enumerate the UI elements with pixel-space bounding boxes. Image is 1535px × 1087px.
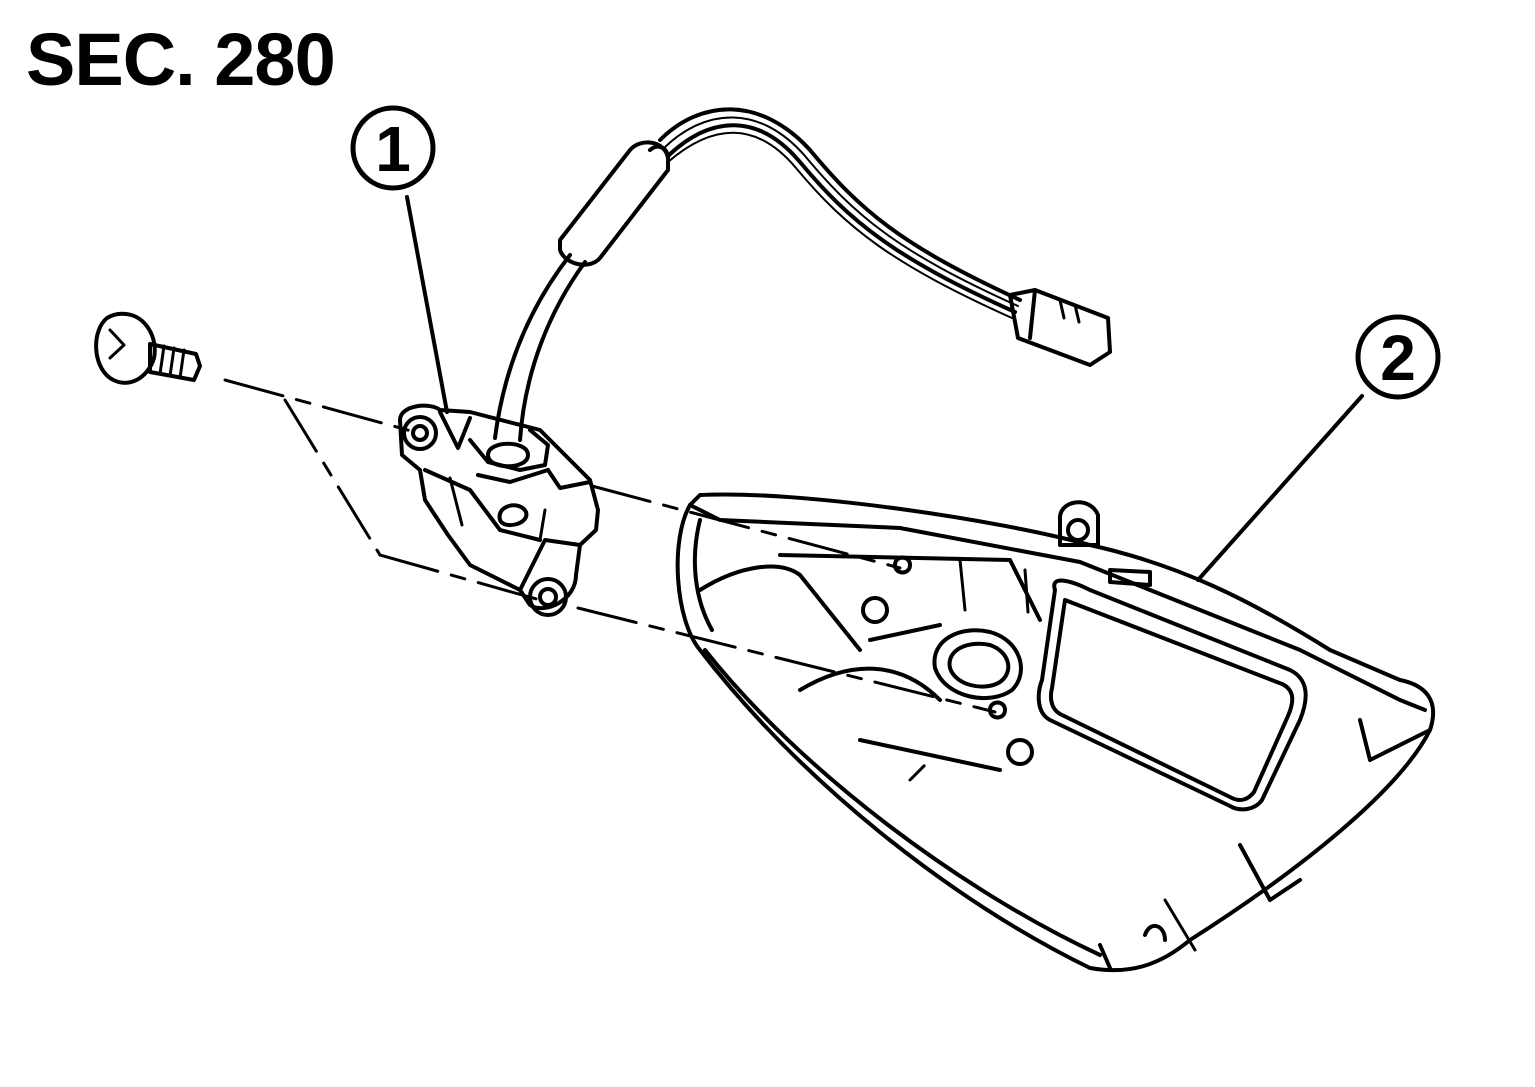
housing-cover-part-2 (675, 492, 1436, 973)
callout-2-leader (1196, 394, 1364, 582)
sensor-switch-part-1 (398, 403, 600, 617)
callout-1-number: 1 (375, 113, 411, 185)
assembly-guide-lines (223, 378, 997, 714)
callout-2-number: 2 (1380, 322, 1416, 394)
screw-icon (94, 311, 202, 385)
section-label: SEC. 280 (26, 18, 336, 101)
callout-1: 1 (350, 105, 449, 414)
callout-2: 2 (1196, 314, 1441, 582)
cable-connector-icon (486, 107, 1112, 469)
callout-1-leader (405, 195, 449, 414)
